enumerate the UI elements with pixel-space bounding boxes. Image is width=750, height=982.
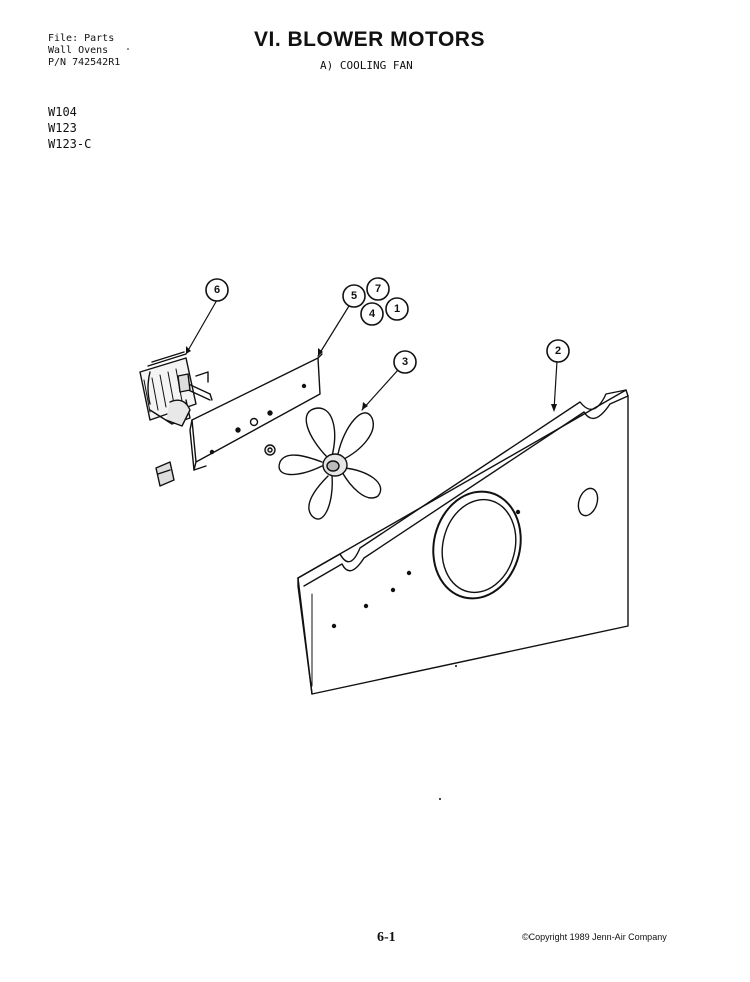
file-info-line: P/N 742542R1 <box>48 57 121 68</box>
leader-lines <box>185 299 558 411</box>
callout-4: 4 <box>360 302 384 326</box>
model-item: W123 <box>48 121 77 135</box>
callout-3: 3 <box>393 350 417 374</box>
file-info-line: File: Parts <box>48 33 115 44</box>
fan-blade-part <box>278 407 382 520</box>
file-info-line: Wall Ovens <box>48 45 109 56</box>
callout-7: 7 <box>366 277 390 301</box>
back-panel-part <box>297 389 629 695</box>
nut-part <box>264 444 276 456</box>
file-info: File: Parts Wall Ovens P/N 742542R1 <box>48 33 120 69</box>
model-item: W104 <box>48 105 77 119</box>
callout-1: 1 <box>385 297 409 321</box>
page-subtitle: A) COOLING FAN <box>320 59 413 72</box>
page-title: VI. BLOWER MOTORS <box>254 28 485 51</box>
callout-2: 2 <box>546 339 570 363</box>
copyright-notice: ©Copyright 1989 Jenn-Air Company <box>522 932 667 942</box>
page-number: 6-1 <box>377 930 396 945</box>
callout-6: 6 <box>205 278 229 302</box>
svg-text:6: 6 <box>214 284 220 296</box>
svg-text:5: 5 <box>351 290 357 302</box>
svg-text:7: 7 <box>375 283 381 295</box>
svg-text:3: 3 <box>402 356 408 368</box>
motor-bracket-part <box>189 353 323 471</box>
model-item: W123-C <box>48 137 92 151</box>
clip-part <box>155 461 175 487</box>
motor-part <box>139 351 213 427</box>
svg-text:4: 4 <box>369 308 376 320</box>
callout-5: 5 <box>342 284 366 308</box>
model-list: W104 W123 W123-C <box>48 104 91 152</box>
svg-text:2: 2 <box>555 345 561 357</box>
svg-text:1: 1 <box>394 303 400 315</box>
